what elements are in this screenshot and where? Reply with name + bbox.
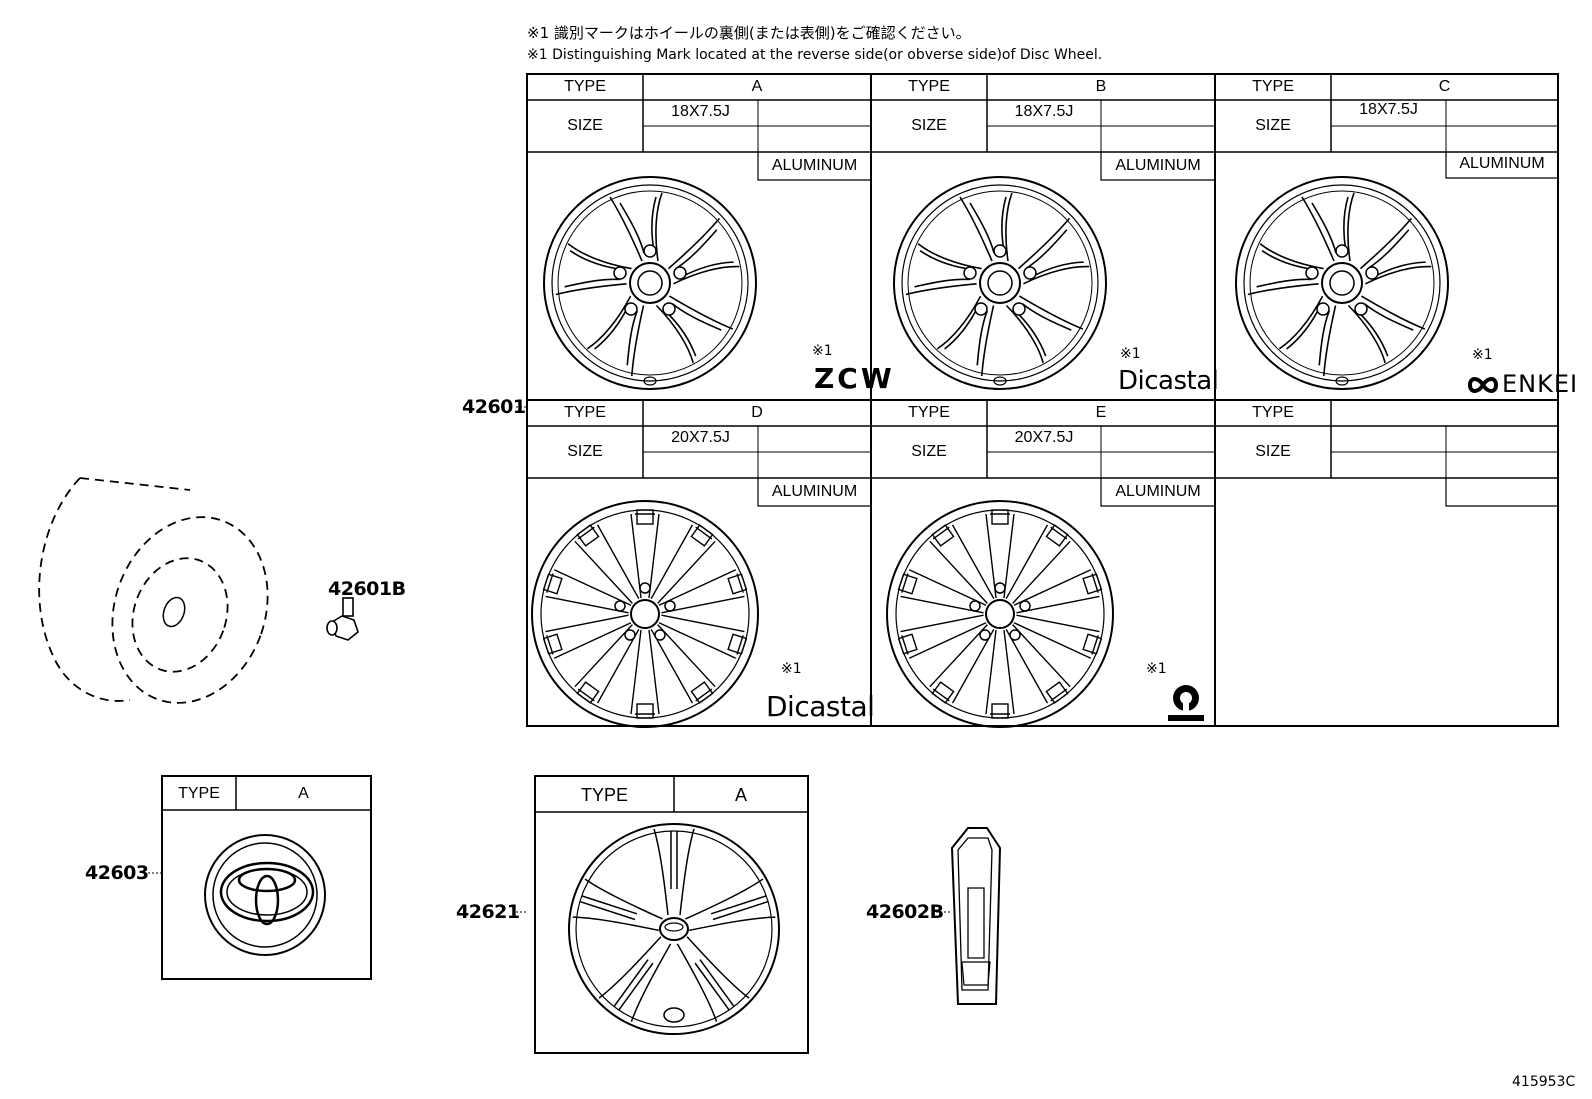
wheel-cover-type-label: TYPE: [580, 785, 628, 805]
callout-42602b: 42602B: [866, 901, 944, 923]
material-a: ALUMINUM: [771, 157, 858, 174]
type-label-a: TYPE: [564, 78, 606, 95]
callout-42601: 42601: [462, 396, 526, 418]
type-value-b: B: [1095, 78, 1107, 95]
mark-ref-d: ※1: [781, 661, 802, 677]
type-label-c: TYPE: [1252, 78, 1294, 95]
manufacturer-mark-icon: [1166, 681, 1206, 729]
brand-zcw: ZCW: [814, 362, 895, 395]
size-value-c: 18X7.5J: [1359, 101, 1418, 118]
size-label-c: SIZE: [1255, 117, 1291, 134]
brand-enkei: ENKEI: [1502, 370, 1579, 398]
type-value-c: C: [1438, 78, 1451, 95]
type-label-f: TYPE: [1252, 404, 1294, 421]
enkei-logo-icon: [1467, 376, 1499, 398]
size-label-d: SIZE: [567, 443, 603, 460]
material-b: ALUMINUM: [1115, 157, 1201, 174]
mark-ref-a: ※1: [812, 343, 833, 359]
type-value-e: E: [1095, 404, 1107, 421]
material-c: ALUMINUM: [1459, 155, 1545, 172]
callout-42601b: 42601B: [328, 578, 406, 600]
size-label-f: SIZE: [1255, 443, 1291, 460]
mark-ref-b: ※1: [1120, 346, 1141, 362]
size-label-b: SIZE: [911, 117, 947, 134]
size-value-e: 20X7.5J: [1014, 429, 1074, 446]
drawing-id: 415953C: [1512, 1074, 1576, 1090]
wheel-cover-type-value: A: [734, 785, 747, 805]
material-d: ALUMINUM: [771, 483, 858, 500]
size-value-b: 18X7.5J: [1014, 103, 1074, 120]
type-label-d: TYPE: [564, 404, 606, 421]
brand-dicastal-b: Dicastal: [1118, 366, 1219, 396]
type-label-b: TYPE: [908, 78, 950, 95]
brand-dicastal-d: Dicastal: [766, 690, 875, 723]
center-cap-type-label: TYPE: [178, 785, 220, 802]
callout-42621: 42621: [456, 901, 520, 923]
callout-42603: 42603: [85, 862, 149, 884]
mark-ref-e: ※1: [1146, 661, 1167, 677]
size-value-a: 18X7.5J: [671, 103, 730, 120]
type-value-d: D: [751, 404, 763, 421]
size-label-e: SIZE: [911, 443, 947, 460]
type-label-e: TYPE: [908, 404, 950, 421]
mark-ref-c: ※1: [1472, 347, 1493, 363]
size-label-a: SIZE: [567, 117, 603, 134]
material-e: ALUMINUM: [1115, 483, 1201, 500]
center-cap-type-value: A: [298, 785, 309, 802]
note-english: ※1 Distinguishing Mark located at the re…: [527, 47, 1103, 63]
type-value-a: A: [751, 78, 763, 95]
size-value-d: 20X7.5J: [671, 429, 730, 446]
note-japanese: ※1 識別マークはホイールの裏側(または表側)をご確認ください。: [527, 24, 971, 42]
